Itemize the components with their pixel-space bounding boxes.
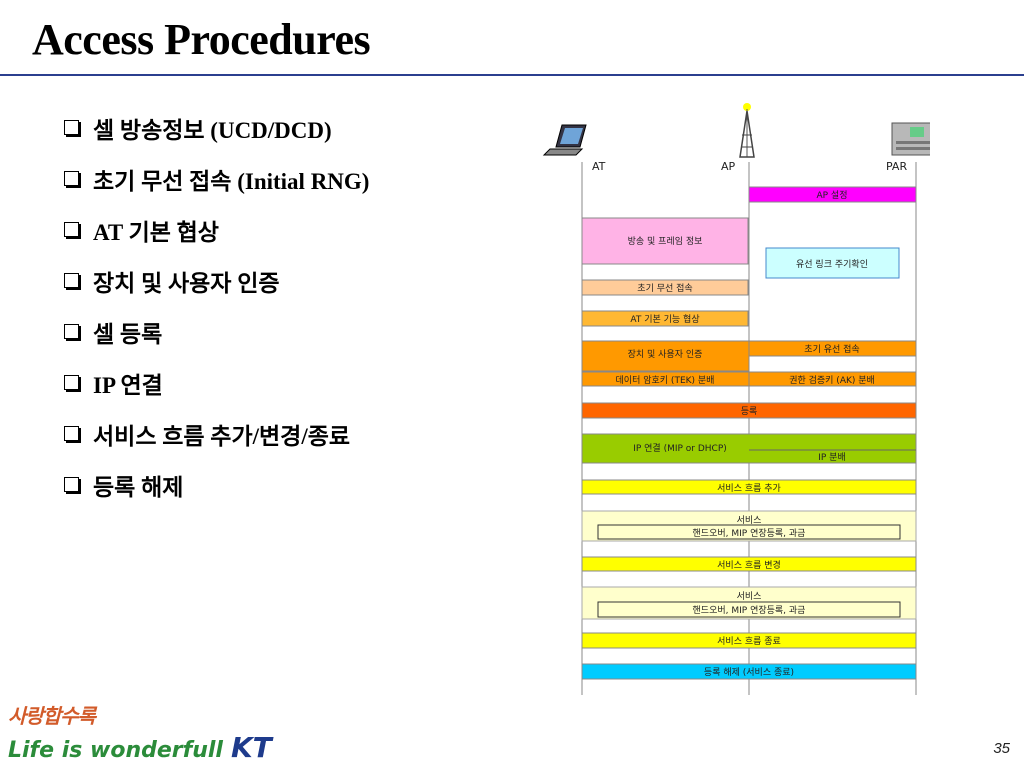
svg-text:서비스 흐름 종료: 서비스 흐름 종료 — [717, 636, 781, 647]
box-service-flow-change — [581, 556, 917, 572]
bullet-item: 장치 및 사용자 인증 — [64, 255, 369, 306]
svg-text:등록: 등록 — [741, 406, 758, 417]
svg-text:서비스: 서비스 — [737, 591, 762, 602]
access-procedure-diagram: AT AP PAR AP 설정 방송 및 프레임 정보 유선 링크 주기확인 초… — [542, 103, 930, 695]
svg-text:초기 유선 접속: 초기 유선 접속 — [804, 343, 859, 355]
box-broadcast — [581, 217, 749, 265]
logo-korean-slogan: 사랑합수록 — [8, 704, 96, 728]
title-divider — [0, 74, 1024, 76]
bullet-item: AT 기본 협상 — [64, 204, 369, 255]
checkbox-bullet-icon — [64, 324, 79, 339]
box-ak — [748, 371, 917, 387]
checkbox-bullet-icon — [64, 120, 79, 135]
checkbox-bullet-icon — [64, 426, 79, 441]
box-basic-negotiation — [581, 310, 749, 327]
box-wired-link — [765, 247, 900, 279]
box-handover-1 — [597, 524, 901, 540]
box-register — [581, 402, 917, 419]
bullet-item: IP 연결 — [64, 357, 369, 408]
bullet-item: 초기 무선 접속 (Initial RNG) — [64, 153, 369, 204]
box-ip-connection — [581, 433, 917, 464]
svg-text:서비스 흐름 변경: 서비스 흐름 변경 — [717, 559, 781, 571]
checkbox-bullet-icon — [64, 477, 79, 492]
svg-text:권한 검증키 (AK) 분배: 권한 검증키 (AK) 분배 — [789, 374, 875, 386]
page-number: 35 — [993, 740, 1010, 757]
checkbox-bullet-icon — [64, 222, 79, 237]
box-handover-2 — [597, 601, 901, 618]
svg-text:방송 및 프레임 정보: 방송 및 프레임 정보 — [628, 235, 703, 247]
box-initial-rng — [581, 279, 749, 296]
bullet-item: 셀 방송정보 (UCD/DCD) — [64, 102, 369, 153]
laptop-icon — [542, 124, 587, 156]
server-icon — [891, 122, 930, 156]
box-initial-rng-2 — [748, 340, 917, 357]
bullet-item: 서비스 흐름 추가/변경/종료 — [64, 408, 369, 459]
svg-text:데이터 암호키 (TEK) 분배: 데이터 암호키 (TEK) 분배 — [616, 374, 715, 386]
checkbox-bullet-icon — [64, 375, 79, 390]
svg-text:AP 설정: AP 설정 — [816, 190, 847, 201]
svg-text:등록 해제 (서비스 종료): 등록 해제 (서비스 종료) — [704, 667, 794, 678]
box-ap-setup — [748, 186, 917, 203]
entity-label-ap: AP — [721, 160, 736, 173]
svg-text:서비스 흐름 추가: 서비스 흐름 추가 — [717, 483, 781, 494]
svg-text:장치 및 사용자 인증: 장치 및 사용자 인증 — [628, 348, 703, 360]
svg-text:유선 링크 주기확인: 유선 링크 주기확인 — [796, 258, 868, 270]
bullet-item: 셀 등록 — [64, 306, 369, 357]
box-auth — [581, 340, 750, 372]
svg-text:핸드오버, MIP 연장등록, 과금: 핸드오버, MIP 연장등록, 과금 — [693, 604, 806, 616]
svg-text:AT 기본 기능 협상: AT 기본 기능 협상 — [630, 313, 699, 325]
svg-text:초기 무선 접속: 초기 무선 접속 — [637, 282, 692, 294]
entity-label-par: PAR — [886, 160, 907, 173]
antenna-tower-icon — [739, 103, 755, 158]
svg-text:IP 연결 (MIP or DHCP): IP 연결 (MIP or DHCP) — [633, 443, 727, 454]
box-service-flow-end — [581, 632, 917, 649]
svg-text:서비스: 서비스 — [737, 515, 762, 526]
bullet-list: 셀 방송정보 (UCD/DCD) 초기 무선 접속 (Initial RNG) … — [64, 102, 369, 510]
checkbox-bullet-icon — [64, 171, 79, 186]
svg-text:핸드오버, MIP 연장등록, 과금: 핸드오버, MIP 연장등록, 과금 — [693, 527, 806, 539]
box-service-flow-add — [581, 479, 917, 495]
page-title: Access Procedures — [32, 15, 371, 64]
bullet-item: 등록 해제 — [64, 459, 369, 510]
box-deregistration — [581, 663, 917, 680]
svg-text:IP 분배: IP 분배 — [818, 452, 846, 463]
checkbox-bullet-icon — [64, 273, 79, 288]
logo-brand: KT — [230, 731, 272, 764]
entity-label-at: AT — [592, 160, 606, 173]
